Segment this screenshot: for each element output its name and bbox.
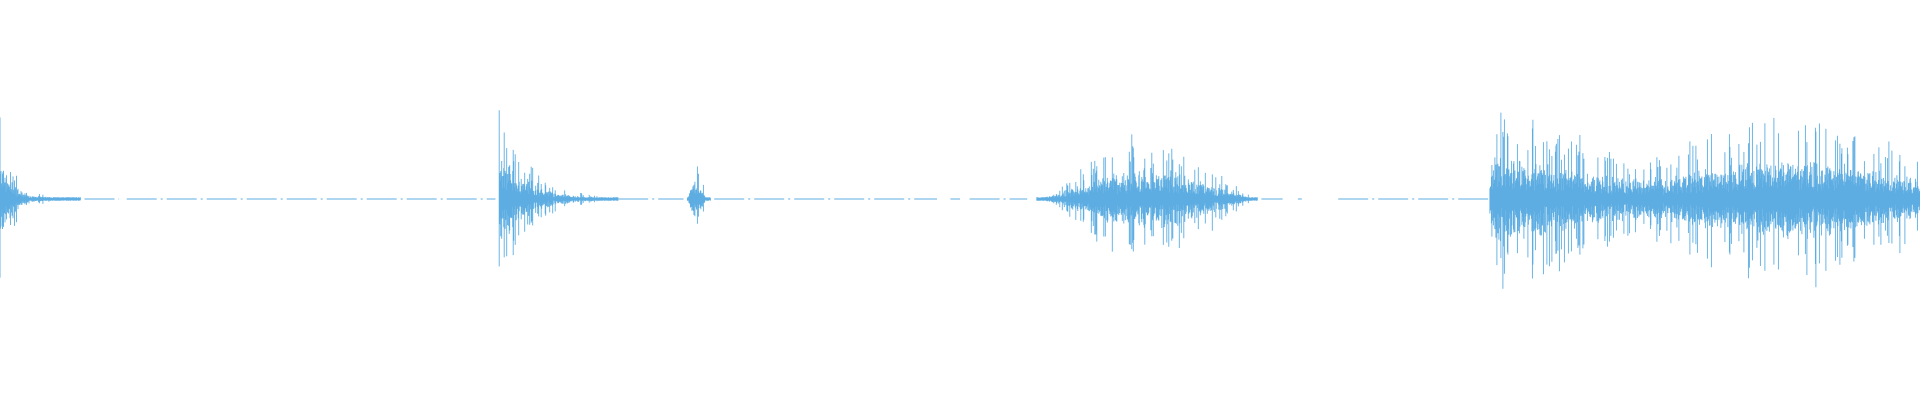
waveform-clip-1[interactable] xyxy=(0,117,39,278)
waveform-clip-4[interactable] xyxy=(1036,134,1258,252)
waveform-clip-2[interactable] xyxy=(498,110,592,267)
waveform-clip-1-tail[interactable] xyxy=(37,194,81,204)
waveform-amplitude xyxy=(1036,134,1258,252)
waveform-amplitude xyxy=(0,117,39,278)
waveform-clip-5[interactable] xyxy=(1489,112,1920,289)
waveform-amplitude xyxy=(37,194,81,204)
waveform-clip-3[interactable] xyxy=(686,166,711,224)
waveform-clip-2-tail[interactable] xyxy=(590,195,619,203)
waveform-amplitude xyxy=(590,195,619,203)
waveform-amplitude xyxy=(1489,112,1920,289)
waveform-amplitude xyxy=(686,166,711,224)
waveform-amplitude xyxy=(498,110,592,267)
